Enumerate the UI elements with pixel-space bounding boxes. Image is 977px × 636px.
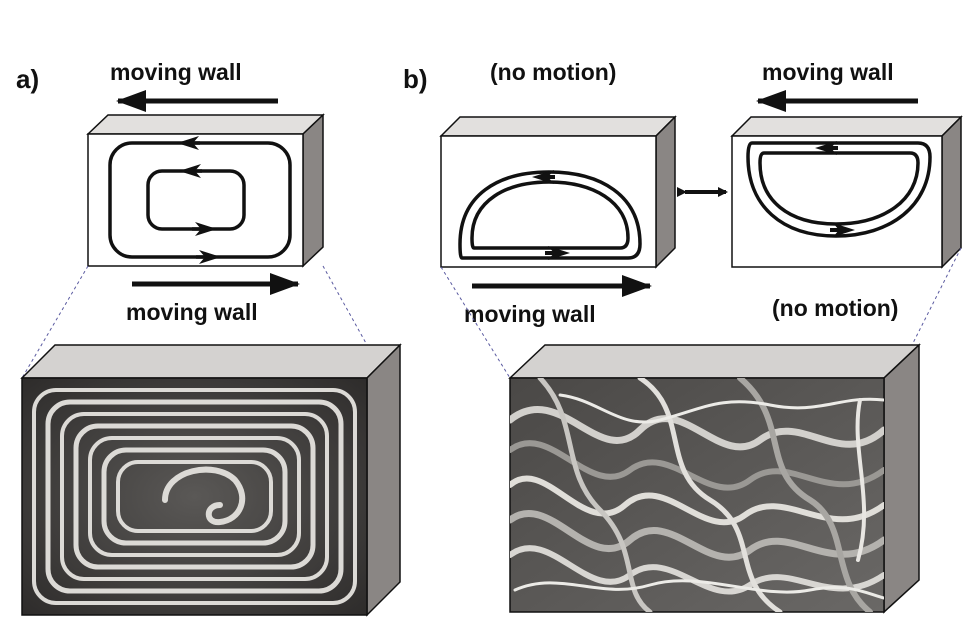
panel-b-right-box — [730, 115, 963, 269]
panel-b-zoom-line-left — [440, 266, 511, 379]
panel-a-zoom-line-right — [322, 265, 368, 346]
panel-a-schematic-box — [86, 113, 325, 268]
photo-box-top — [508, 344, 921, 379]
panel-b-zoom-line-right — [911, 247, 962, 346]
spiral-flow-pattern — [32, 388, 357, 605]
panel-b-right-bottom-label: (no motion) — [772, 295, 898, 321]
photo-box-side — [366, 343, 401, 617]
right-box-side — [941, 115, 962, 269]
photo-box-top — [20, 344, 402, 379]
panel-b-left-box — [439, 115, 677, 269]
box-top-face — [86, 114, 325, 135]
right-box-front — [731, 135, 943, 268]
panel-b-left-top-label: (no motion) — [490, 59, 616, 85]
panel-a-photo-box — [20, 343, 402, 617]
panel-b-photo-box — [508, 343, 921, 614]
panel-a-top-wall-label: moving wall — [110, 59, 242, 85]
photo-box-front — [21, 377, 368, 616]
panel-b-label: b) — [403, 64, 428, 94]
box-front-face — [87, 133, 304, 267]
photo-box-front — [509, 377, 885, 613]
left-box-top — [439, 116, 677, 137]
panel-a-label: a) — [16, 64, 39, 94]
panel-b-left-bottom-label: moving wall — [464, 301, 596, 327]
right-box-top — [730, 116, 963, 137]
panel-b-right-top-label: moving wall — [762, 59, 894, 85]
panel-a-zoom-line-left — [21, 265, 89, 379]
photo-box-side — [883, 343, 920, 614]
panel-b: b) (no motion) moving wall moving wa — [403, 59, 963, 614]
chaotic-mixing-pattern — [510, 378, 884, 612]
left-box-side — [655, 115, 676, 269]
panel-a: a) moving wall moving wall — [16, 59, 402, 617]
box-side-face — [302, 113, 324, 268]
left-box-front — [440, 135, 657, 268]
panel-a-bottom-wall-label: moving wall — [126, 299, 258, 325]
